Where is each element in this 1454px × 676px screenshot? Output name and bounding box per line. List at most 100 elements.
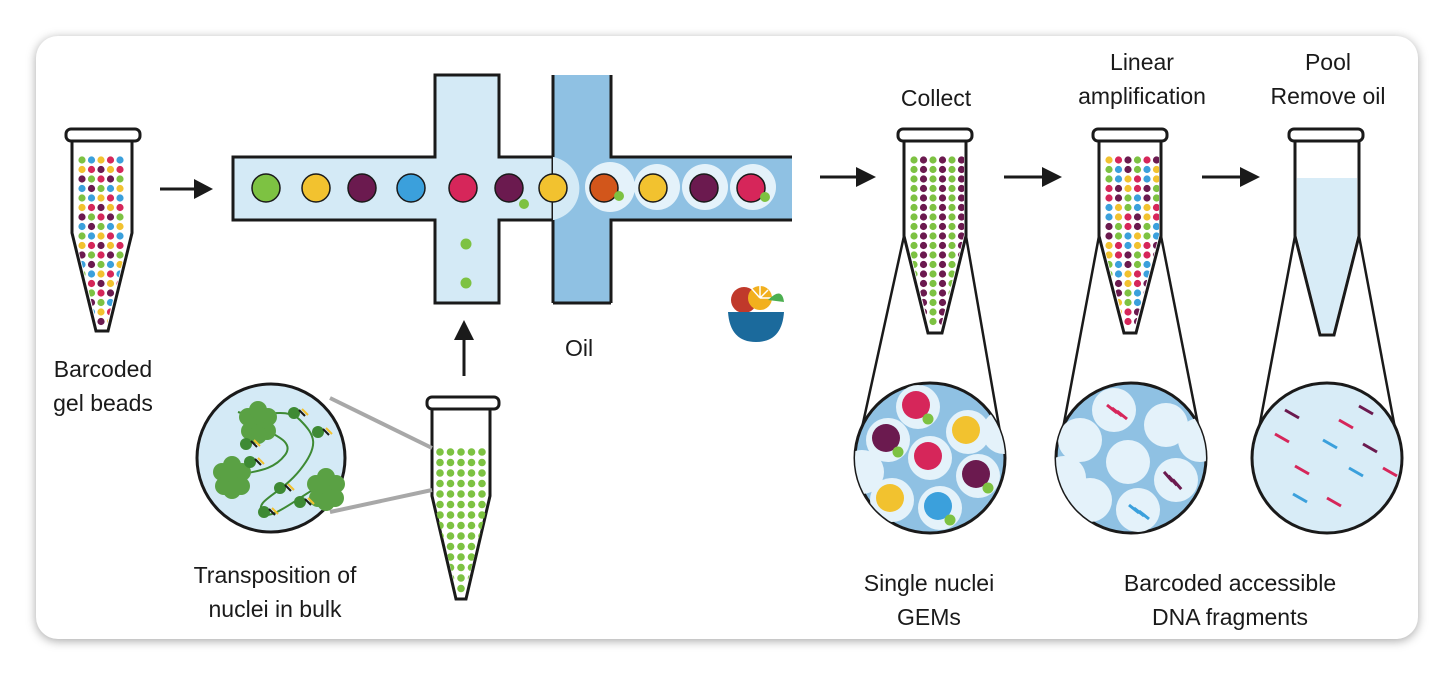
- label-pool-remove-oil: Pool Remove oil: [1246, 45, 1410, 113]
- nucleus-dot: [760, 192, 770, 202]
- bead: [948, 251, 956, 259]
- bead: [1143, 260, 1151, 269]
- bead: [1152, 317, 1159, 326]
- bead: [948, 175, 956, 183]
- label-line: nuclei in bulk: [208, 596, 342, 622]
- bead: [919, 194, 928, 202]
- nucleus-dot: [460, 238, 472, 250]
- chromatin-blob: [249, 426, 267, 444]
- bead: [97, 241, 105, 250]
- gel-bead: [902, 391, 930, 419]
- bead: [1152, 203, 1159, 212]
- bead: [919, 184, 928, 193]
- arrow-right-icon: [1202, 167, 1260, 187]
- bead: [87, 270, 96, 278]
- bead: [1152, 270, 1159, 278]
- bead: [446, 511, 455, 519]
- bead: [116, 298, 124, 307]
- bead: [1114, 260, 1123, 269]
- bead: [910, 232, 918, 240]
- bead: [1105, 194, 1113, 202]
- bead: [1124, 194, 1132, 202]
- dna-fragment: [1284, 408, 1300, 420]
- bead: [1152, 184, 1159, 193]
- label-barcoded-gel-beads: Barcoded gel beads: [44, 352, 162, 420]
- transposase: [288, 407, 300, 419]
- tag-mark: [287, 483, 295, 491]
- bead: [97, 175, 105, 183]
- bead: [87, 289, 96, 297]
- bead: [457, 532, 465, 540]
- bead: [910, 317, 918, 326]
- bead: [87, 194, 96, 202]
- bead: [948, 156, 956, 164]
- gel-bead: [448, 173, 478, 203]
- bead: [1143, 308, 1151, 316]
- bead: [97, 184, 105, 193]
- bead: [478, 511, 486, 519]
- bead: [87, 203, 96, 212]
- bead: [446, 521, 455, 530]
- bead: [938, 184, 947, 193]
- microfluidic-chip: [231, 73, 792, 305]
- bead: [1124, 222, 1132, 231]
- dna-fragment: [1292, 492, 1308, 504]
- bead: [457, 458, 465, 467]
- bead: [116, 203, 124, 212]
- bead: [1143, 251, 1151, 259]
- bead: [929, 308, 937, 316]
- bead: [436, 469, 444, 477]
- bead: [106, 270, 115, 278]
- bead: [457, 563, 465, 572]
- bead: [1143, 184, 1151, 193]
- bead: [97, 260, 105, 269]
- bead: [1143, 165, 1151, 174]
- bead: [478, 500, 486, 509]
- bead: [116, 213, 124, 221]
- label-line: Barcoded: [53, 356, 153, 382]
- gel-bead: [347, 173, 377, 203]
- bead: [1152, 279, 1159, 288]
- gel-bead: [538, 173, 568, 203]
- bead: [938, 165, 947, 174]
- bead: [929, 156, 937, 164]
- bead: [457, 542, 465, 551]
- bead: [457, 574, 465, 582]
- bead: [97, 289, 105, 297]
- bead: [1124, 317, 1132, 326]
- bead: [1124, 270, 1132, 278]
- nuclei-tube: [425, 395, 501, 601]
- bead: [87, 175, 96, 183]
- bead: [457, 479, 465, 488]
- bead: [467, 542, 476, 551]
- gel-bead: [638, 173, 668, 203]
- bead: [106, 289, 115, 297]
- gel-bead: [589, 173, 619, 203]
- bead: [1143, 156, 1151, 164]
- tag-mark: [257, 457, 265, 465]
- bead: [938, 175, 947, 183]
- bead: [910, 222, 918, 231]
- bead: [1114, 279, 1123, 288]
- bead: [929, 279, 937, 288]
- bead: [938, 289, 947, 297]
- label-line: DNA fragments: [1152, 604, 1308, 630]
- transposase: [258, 506, 270, 518]
- bead: [1152, 175, 1159, 183]
- gel-bead: [396, 173, 426, 203]
- bead: [467, 500, 476, 509]
- bead: [919, 289, 928, 297]
- bead: [478, 584, 486, 593]
- bead: [97, 194, 105, 202]
- bead: [446, 532, 455, 540]
- bead: [948, 194, 956, 202]
- dna-fragment: [1362, 442, 1378, 454]
- gel-bead: [494, 173, 524, 203]
- bead: [1133, 194, 1142, 202]
- nucleus-dot: [922, 413, 934, 425]
- bead: [1143, 232, 1151, 240]
- tag-mark: [298, 409, 306, 417]
- label-line: amplification: [1078, 83, 1206, 109]
- bead: [78, 175, 86, 183]
- pool-tube: [1252, 127, 1402, 456]
